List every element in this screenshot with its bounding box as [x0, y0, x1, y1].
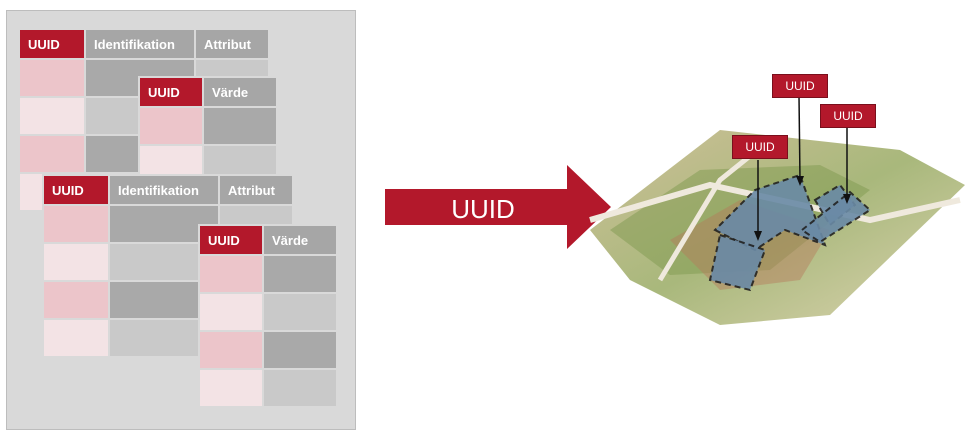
map-illustration	[589, 95, 965, 325]
table-header-identifikation: Identifikation	[84, 28, 196, 60]
table-header-varde: Värde	[262, 224, 338, 256]
table-header-varde: Värde	[202, 76, 278, 108]
table-header-attribut: Attribut	[218, 174, 294, 206]
table-header-identifikation: Identifikation	[108, 174, 220, 206]
table-row	[198, 254, 338, 294]
table-header-uuid: UUID	[198, 224, 264, 256]
table-header-uuid: UUID	[138, 76, 204, 108]
table-row	[138, 106, 278, 146]
right-arrow-icon	[385, 165, 611, 249]
table-row	[198, 368, 338, 408]
table-header-attribut: Attribut	[194, 28, 270, 60]
uuid-tag: UUID	[732, 135, 788, 159]
table-value-1: UUID Värde	[138, 76, 278, 184]
table-row	[198, 292, 338, 332]
table-header-uuid: UUID	[18, 28, 86, 60]
table-row	[198, 330, 338, 370]
uuid-tag: UUID	[772, 74, 828, 98]
table-header-uuid: UUID	[42, 174, 110, 206]
table-value-2: UUID Värde	[198, 224, 338, 408]
arrow-label: UUID	[451, 194, 515, 224]
uuid-tag: UUID	[820, 104, 876, 128]
